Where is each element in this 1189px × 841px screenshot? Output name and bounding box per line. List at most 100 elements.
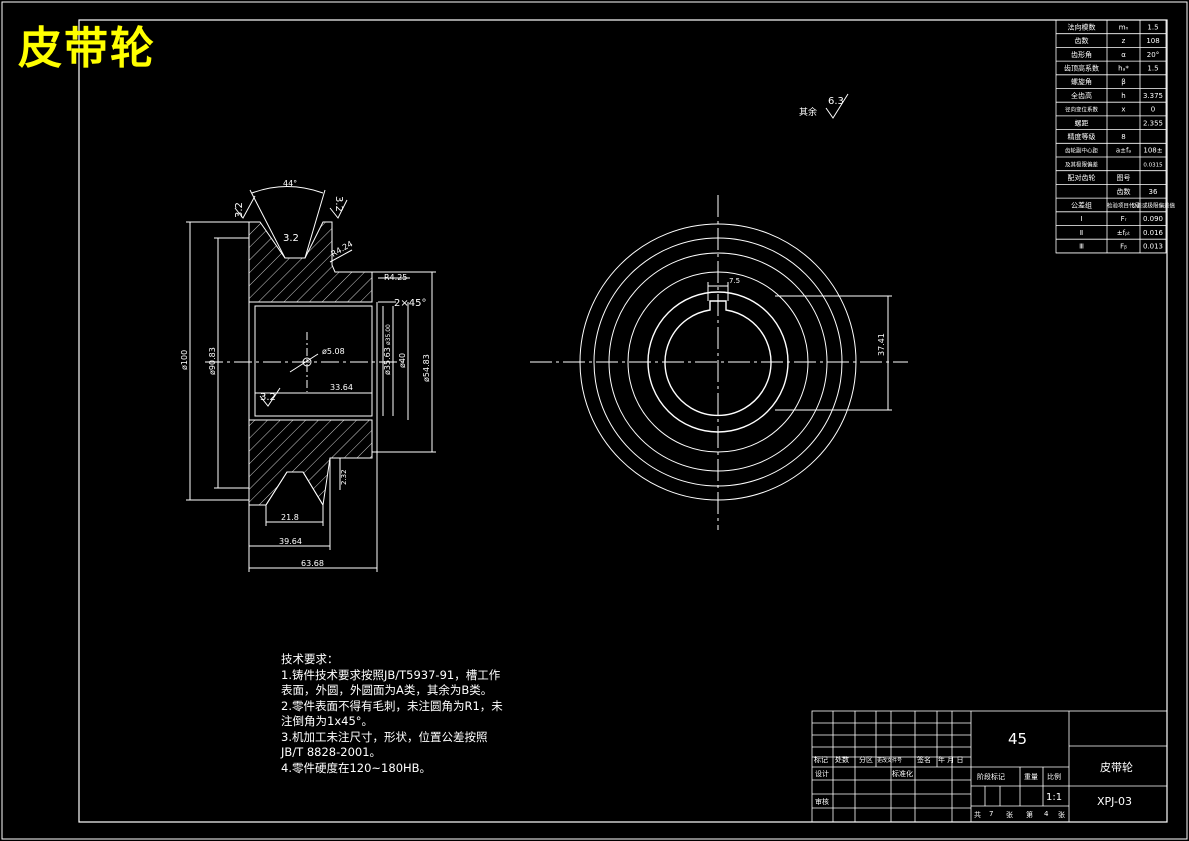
tb-h-page-unit: 张 <box>1058 810 1065 819</box>
hole-label: ø5.08 <box>322 347 345 356</box>
param-cell: 3.375 <box>1143 92 1163 100</box>
rough-sym-main <box>825 93 849 119</box>
r2-label: R4.25 <box>384 273 407 282</box>
tb-h-zone: 分区 <box>859 755 873 764</box>
d100-label: ø100 <box>180 350 189 370</box>
tech-note-line: 3.机加工未注尺寸，形状，位置公差按照 <box>281 729 488 744</box>
tb-h-sign: 签名 <box>917 755 931 764</box>
tb-h-stage: 阶段标记 <box>977 772 1005 781</box>
groove-bottom <box>265 471 324 506</box>
title-block-text: 标记 处数 分区 更改文件号 签名 年 月 日 设计 标准化 审核 阶段标记 重… <box>814 730 1133 819</box>
param-cell: β <box>1121 78 1125 86</box>
else-value: 6.3 <box>828 96 844 107</box>
param-cell: 齿形角 <box>1071 50 1092 59</box>
drawing-title: 皮带轮 <box>18 23 156 74</box>
param-cell: 2.355 <box>1143 119 1163 127</box>
inner-border <box>78 19 1168 823</box>
tech-note-line: 2.零件表面不得有毛刺，未注圆角为R1，未 <box>281 698 503 713</box>
tb-h-sheet-unit: 张 <box>1006 810 1013 819</box>
tb-h-date: 年 月 日 <box>938 755 963 764</box>
rough-right-label: 3.2 <box>333 196 344 212</box>
len63-label: 63.68 <box>301 559 324 568</box>
param-cell: 精度等级 <box>1068 132 1096 141</box>
param-cell: 公差组 <box>1071 200 1092 209</box>
param-cell: 0.0315 <box>1143 162 1163 168</box>
tb-h-weight: 重量 <box>1024 773 1038 781</box>
param-cell: 0.013 <box>1143 243 1163 251</box>
param-cell: 8 <box>1121 133 1125 141</box>
param-cell: 齿数 <box>1075 36 1089 45</box>
tech-note-line: 注倒角为1x45°。 <box>281 714 374 728</box>
section-labels: 44° 3.2 3.2 3.2 3.2 ø100 ø90.83 ø35.63 ø… <box>180 96 844 568</box>
title-block <box>811 710 1168 823</box>
param-cell: Fᵣ <box>1121 215 1127 223</box>
tb-h-page-n: 4 <box>1044 810 1049 818</box>
param-cell: α <box>1121 51 1126 59</box>
param-cell: 图号 <box>1117 174 1131 182</box>
param-cell: Ⅱ <box>1080 229 1083 237</box>
angle-label: 44° <box>283 179 297 188</box>
tb-h-std: 标准化 <box>892 769 913 778</box>
param-cell: 齿轮副中心距 <box>1065 147 1099 155</box>
param-cell: mₙ <box>1119 23 1129 31</box>
param-cell: Fᵦ <box>1120 243 1127 251</box>
bore <box>254 305 373 417</box>
param-cell: 108± <box>1143 147 1162 155</box>
param-cell: ±fₚₜ <box>1117 229 1130 237</box>
param-cell: 及其极限偏差 <box>1065 160 1099 168</box>
param-cell: hₐ* <box>1118 64 1129 72</box>
keyway-label: 7.5 <box>729 277 740 285</box>
hatch-bottom <box>248 419 373 507</box>
tb-h-review: 审核 <box>815 797 829 806</box>
len21-label: 21.8 <box>281 513 299 522</box>
param-cell: z <box>1122 37 1126 45</box>
param-cell: 径向变位系数 <box>1065 106 1099 114</box>
d40-label: ø40 <box>398 353 407 368</box>
else-label: 其余 <box>799 106 817 118</box>
front-view <box>530 195 908 530</box>
groove-top <box>249 189 326 259</box>
tb-h-page: 第 <box>1026 810 1033 819</box>
param-cell: Ⅰ <box>1080 215 1082 223</box>
tech-note-line: 4.零件硬度在120~180HB。 <box>281 760 432 775</box>
param-cell: 螺旋角 <box>1071 77 1092 86</box>
param-cell: 齿数 <box>1117 187 1131 196</box>
tb-drawing-no: XPJ-03 <box>1097 795 1132 808</box>
tb-h-docno: 更改文件号 <box>877 757 902 764</box>
param-cell: 全齿高 <box>1071 91 1092 100</box>
d35h-label: ø35.63 <box>383 347 392 375</box>
d35-label: ø35.00 <box>385 324 392 345</box>
tb-h-total-n: 7 <box>989 810 993 818</box>
param-cell: 螺距 <box>1075 118 1089 127</box>
tb-h-design: 设计 <box>815 769 829 778</box>
rough-groove-label: 3.2 <box>283 233 299 244</box>
param-cell: 20° <box>1147 51 1159 59</box>
tech-note-line: 表面，外圆，外圆面为A类，其余为B类。 <box>281 683 493 697</box>
param-cell: 检验项目代号 <box>1107 201 1141 209</box>
tech-requirements: 技术要求： 1.铸件技术要求按照JB/T5937-91，槽工作 表面，外圆，外圆… <box>281 652 503 776</box>
d54-label: ø54.83 <box>422 354 431 382</box>
param-cell: h <box>1121 92 1125 100</box>
param-cell: 配对齿轮 <box>1068 173 1096 182</box>
bore-with-keyway <box>664 300 772 417</box>
groove-depth-label: 2.32 <box>340 469 348 485</box>
param-cell: 108 <box>1146 37 1159 45</box>
len33-label: 33.64 <box>330 383 353 392</box>
rough-sym-1 <box>234 195 256 219</box>
rough-bore-label: 3.2 <box>260 392 276 403</box>
tb-h-ratio: 比例 <box>1047 772 1061 781</box>
d90-label: ø90.83 <box>208 347 217 375</box>
angle-arc <box>251 186 324 194</box>
tb-h-total: 共 <box>974 810 981 819</box>
tb-material: 45 <box>1008 730 1027 748</box>
param-cell: 36 <box>1149 188 1158 196</box>
rough-sym-2 <box>329 199 348 219</box>
tb-h-mark: 标记 <box>814 755 828 764</box>
param-cell: 1.5 <box>1147 23 1158 31</box>
dim37-label: 37.41 <box>877 333 886 356</box>
tb-scale: 1:1 <box>1046 792 1062 803</box>
rough-left-label: 3.2 <box>234 202 245 218</box>
